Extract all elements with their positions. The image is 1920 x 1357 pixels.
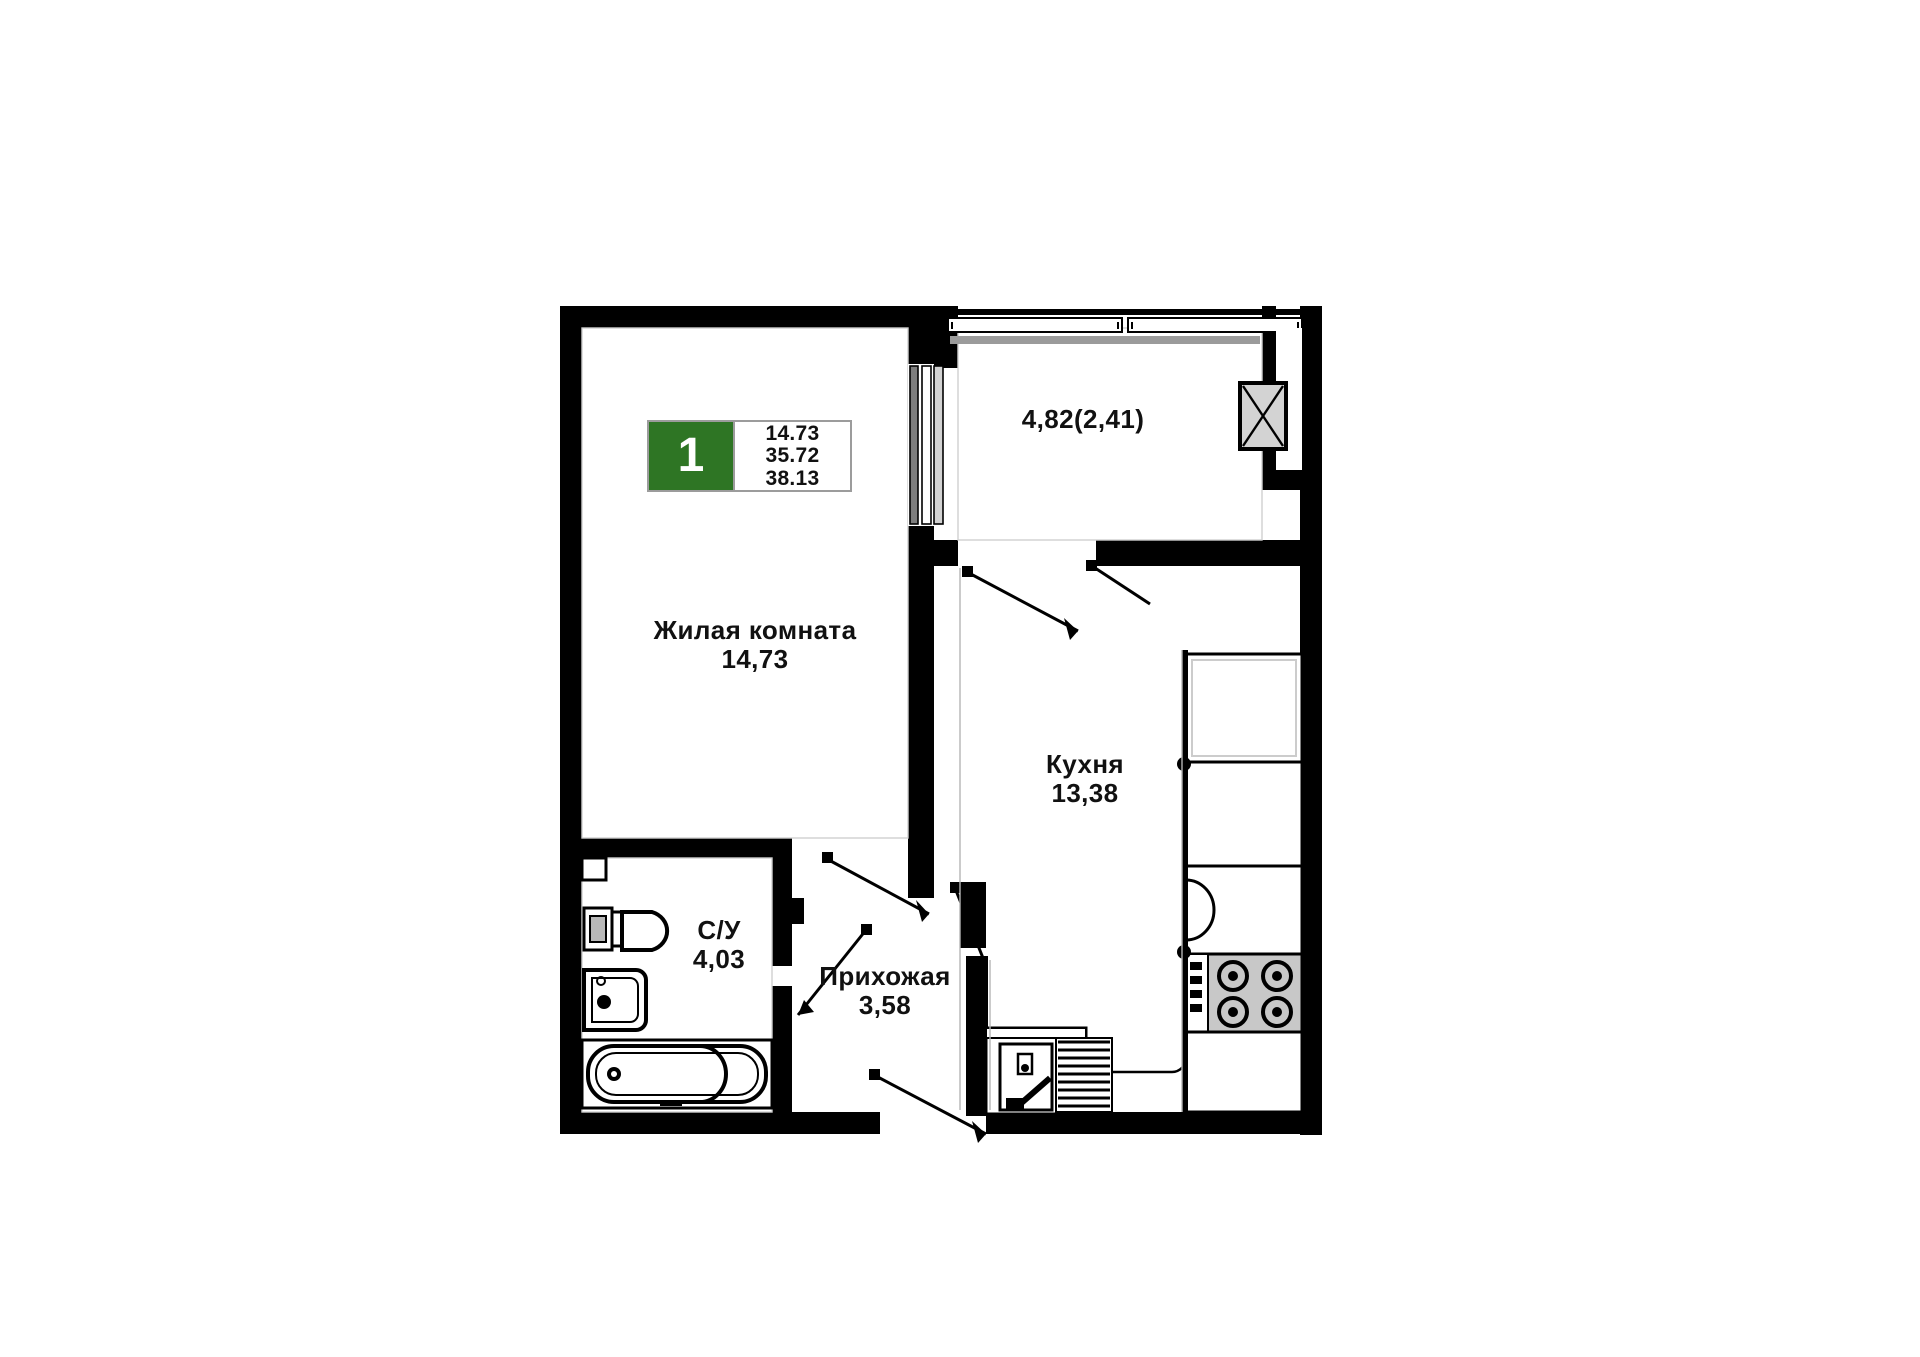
door-bathroom [796,924,872,1016]
bathroom-fixtures [580,856,774,1110]
room-label-kitchen: Кухня 13,38 [1046,749,1124,809]
sink-fixture [582,968,648,1032]
room-area-hallway: 3,58 [858,990,912,1021]
room-area-kitchen: 13,38 [1051,778,1119,809]
room-area-bathroom: 4,03 [692,944,746,975]
room-name-hallway: Прихожая [819,961,951,991]
room-area-living-room: 14,73 [721,644,789,675]
room-area-balcony: 4,82(2,41) [1021,404,1145,434]
door-kitchen-upper-right [1086,560,1151,606]
door-kitchen-upper-left [962,566,1079,640]
room-name-kitchen: Кухня [1046,749,1124,779]
room-label-hallway: Прихожая 3,58 [819,961,951,1021]
room-name-living-room: Жилая комната [653,615,857,645]
badge-area-figures: 14.73 35.72 38.13 [733,422,850,490]
toilet-fixture [582,906,670,952]
balcony-door-window [908,364,944,526]
room-label-balcony: 4,82(2,41) [1021,404,1145,434]
room-label-living-room: Жилая комната 14,73 [653,615,857,675]
badge-total-area: 38.13 [765,466,820,490]
kitchen-fixtures [1060,650,1304,1114]
room-count-value: 1 [649,422,733,490]
badge-area-without-balcony: 35.72 [765,444,820,468]
balcony-glazing [947,309,1306,344]
boiler-and-riser-niche [984,1026,1113,1116]
ventilation-shaft [1238,328,1302,470]
room-label-bathroom: С/У 4,03 [692,915,746,975]
interior-finish-lines [959,568,1183,1112]
boiler-unit [998,1042,1054,1112]
room-name-bathroom: С/У [697,915,741,945]
door-living-room [822,852,930,922]
badge-living-area: 14.73 [765,422,820,446]
bathroom-wall-nub [580,856,608,882]
riser-hatching [1055,1037,1113,1113]
door-entrance [869,1069,987,1143]
bathtub-fixture [580,1038,774,1110]
stove-cooktop [1184,952,1304,1034]
apartment-summary-badge: 1 14.73 35.72 38.13 [647,420,852,492]
